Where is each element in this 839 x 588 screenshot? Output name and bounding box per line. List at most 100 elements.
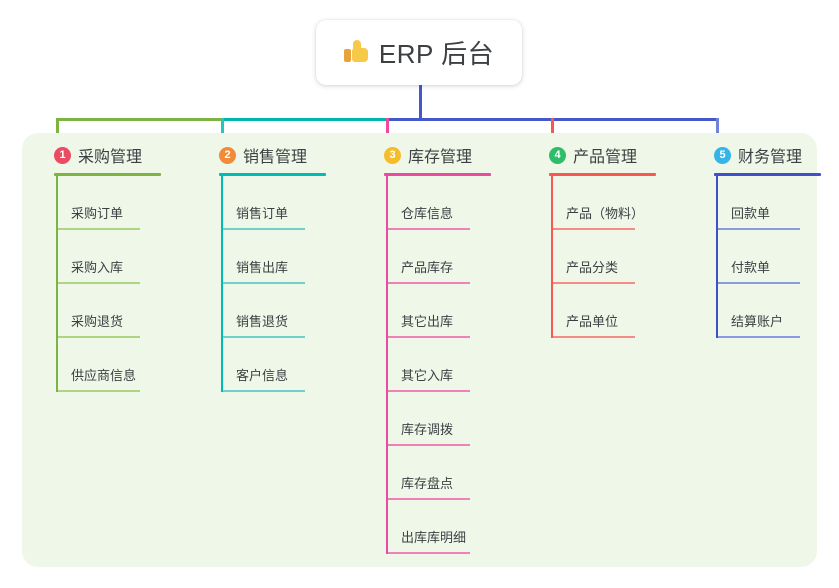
branch-item[interactable]: 采购订单 xyxy=(38,176,188,230)
branch-item-underline xyxy=(221,390,305,392)
branch-number-badge: 3 xyxy=(384,146,401,164)
branch-item-underline xyxy=(551,228,635,230)
trunk-connector-middle xyxy=(221,118,389,121)
branch-title: 产品管理 xyxy=(573,149,638,166)
branch-item-label: 库存盘点 xyxy=(401,476,454,491)
branch-item-label: 销售退货 xyxy=(236,314,289,329)
branch-item[interactable]: 库存调拨 xyxy=(368,392,518,446)
branches-panel xyxy=(22,133,817,567)
branch-item[interactable]: 产品（物料） xyxy=(533,176,683,230)
branch-item-label: 回款单 xyxy=(731,206,771,221)
branch-underline xyxy=(549,173,656,176)
branch-item[interactable]: 销售出库 xyxy=(203,230,353,284)
branch-item[interactable]: 产品库存 xyxy=(368,230,518,284)
branch-item[interactable]: 产品单位 xyxy=(533,284,683,338)
branch-item-underline xyxy=(386,498,470,500)
root-node[interactable]: ERP 后台 xyxy=(316,20,522,85)
branch-item-underline xyxy=(221,282,305,284)
branch-number-badge: 2 xyxy=(219,146,236,164)
branch-number-badge: 5 xyxy=(714,146,731,164)
branch-item-label: 供应商信息 xyxy=(71,368,137,383)
branch-item-underline xyxy=(386,552,470,554)
branch-item-underline xyxy=(716,228,800,230)
branch-drop-connector-5 xyxy=(716,118,719,146)
branch-item-label: 结算账户 xyxy=(731,314,784,329)
branch-item[interactable]: 仓库信息 xyxy=(368,176,518,230)
branch-items: 回款单付款单结算账户 xyxy=(698,176,839,338)
branch-item[interactable]: 结算账户 xyxy=(698,284,839,338)
branch-item-underline xyxy=(221,336,305,338)
branch-item[interactable]: 付款单 xyxy=(698,230,839,284)
branch-drop-connector-1 xyxy=(56,118,59,146)
branch-item[interactable]: 其它入库 xyxy=(368,338,518,392)
branch-item-underline xyxy=(386,228,470,230)
branch-header-4[interactable]: 4 产品管理 xyxy=(533,143,683,167)
branch-spine xyxy=(56,176,58,392)
branch-item[interactable]: 采购入库 xyxy=(38,230,188,284)
branch-item-label: 采购订单 xyxy=(71,206,124,221)
branch-item[interactable]: 采购退货 xyxy=(38,284,188,338)
branch-items: 产品（物料） 产品分类产品单位 xyxy=(533,176,683,338)
branch-item-label: 产品库存 xyxy=(401,260,454,275)
branch-item-label: 出库库明细 xyxy=(401,530,467,545)
branch-item-underline xyxy=(56,228,140,230)
branch-item-label: 其它入库 xyxy=(401,368,454,383)
branch-column-2: 2 销售管理销售订单销售出库销售退货客户信息 xyxy=(203,143,353,392)
branch-header-2[interactable]: 2 销售管理 xyxy=(203,143,353,167)
branch-item-underline xyxy=(386,390,470,392)
branch-item[interactable]: 其它出库 xyxy=(368,284,518,338)
branch-item-label: 付款单 xyxy=(731,260,771,275)
root-title: ERP 后台 xyxy=(378,39,495,69)
branch-item-label: 采购退货 xyxy=(71,314,124,329)
branch-underline xyxy=(219,173,326,176)
branch-spine xyxy=(386,176,388,554)
branch-item-underline xyxy=(716,336,800,338)
branch-item-underline xyxy=(386,336,470,338)
branch-underline xyxy=(384,173,491,176)
branch-spine xyxy=(221,176,223,392)
branch-item[interactable]: 客户信息 xyxy=(203,338,353,392)
branch-item-label: 仓库信息 xyxy=(401,206,454,221)
branch-item-underline xyxy=(551,282,635,284)
branch-item-label: 销售订单 xyxy=(236,206,289,221)
branch-title: 库存管理 xyxy=(408,149,473,166)
branch-items: 销售订单销售出库销售退货客户信息 xyxy=(203,176,353,392)
branch-items: 采购订单采购入库采购退货供应商信息 xyxy=(38,176,188,392)
branch-column-3: 3 库存管理仓库信息产品库存其它出库其它入库库存调拨库存盘点出库库明细 xyxy=(368,143,518,554)
branch-items: 仓库信息产品库存其它出库其它入库库存调拨库存盘点出库库明细 xyxy=(368,176,518,554)
branch-item[interactable]: 库存盘点 xyxy=(368,446,518,500)
branch-header-3[interactable]: 3 库存管理 xyxy=(368,143,518,167)
branch-item-underline xyxy=(716,282,800,284)
branch-number-badge: 1 xyxy=(54,146,71,164)
trunk-connector-left xyxy=(56,118,224,121)
branch-item[interactable]: 销售退货 xyxy=(203,284,353,338)
branch-item[interactable]: 销售订单 xyxy=(203,176,353,230)
branch-item-label: 产品（物料） xyxy=(566,206,645,221)
branch-item[interactable]: 出库库明细 xyxy=(368,500,518,554)
branch-column-4: 4 产品管理产品（物料） 产品分类产品单位 xyxy=(533,143,683,338)
branch-item[interactable]: 回款单 xyxy=(698,176,839,230)
branch-spine xyxy=(716,176,718,338)
branch-underline xyxy=(54,173,161,176)
branch-underline xyxy=(714,173,821,176)
root-stem-connector xyxy=(419,85,422,121)
branch-spine xyxy=(551,176,553,338)
branch-drop-connector-3 xyxy=(386,118,389,146)
branch-item-label: 产品分类 xyxy=(566,260,619,275)
branch-item-label: 采购入库 xyxy=(71,260,124,275)
branch-item-underline xyxy=(56,336,140,338)
branch-item-underline xyxy=(386,282,470,284)
branch-item-underline xyxy=(551,336,635,338)
branch-item[interactable]: 产品分类 xyxy=(533,230,683,284)
thumbs-up-icon xyxy=(343,39,370,66)
branch-item-label: 产品单位 xyxy=(566,314,619,329)
branch-number-badge: 4 xyxy=(549,146,566,164)
branch-item-label: 销售出库 xyxy=(236,260,289,275)
branch-item[interactable]: 供应商信息 xyxy=(38,338,188,392)
branch-title: 销售管理 xyxy=(243,149,308,166)
